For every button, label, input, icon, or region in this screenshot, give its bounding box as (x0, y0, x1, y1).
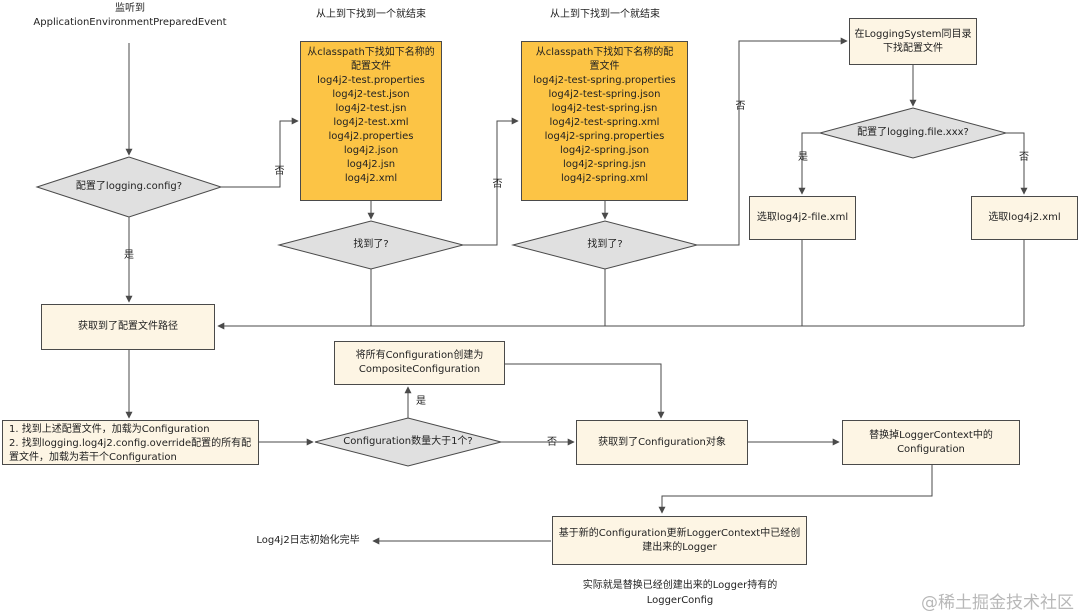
listen-event: ApplicationEnvironmentPreparedEvent (33, 17, 227, 28)
composite-configuration-box: 将所有Configuration创建为 CompositeConfigurati… (334, 341, 505, 385)
list1-file: log4j2-test.json (332, 89, 410, 100)
list2-file: log4j2-spring.properties (544, 131, 665, 142)
replace-logger-context-config-box: 替换掉LoggerContext中的 Configuration (842, 420, 1020, 465)
got-configuration-object-box: 获取到了Configuration对象 (576, 420, 748, 465)
edge-label-no-5: 否 (547, 437, 557, 448)
choose-log4j2-xml: 选取log4j2.xml (971, 196, 1078, 240)
list1-file: log4j2.json (343, 145, 399, 156)
bottom-note: 实际就是替换已经创建出来的Logger持有的 LoggerConfig (540, 578, 820, 608)
replace-line2: Configuration (897, 443, 965, 455)
edge-label-no-3: 否 (733, 100, 744, 110)
list1-file: log4j2-test.properties (317, 75, 425, 86)
search-note-2: 从上到下找到一个就结束 (550, 9, 660, 20)
logging-system-dir-line2: 下找配置文件 (883, 42, 943, 54)
choose-log4j2-file-xml: 选取log4j2-file.xml (749, 196, 856, 240)
list1-file: log4j2.xml (344, 173, 398, 184)
edge-label-no-4: 否 (1019, 152, 1029, 163)
load-line3: 置文件，加载为若干个Configuration (9, 452, 177, 463)
edge-label-yes-1: 是 (124, 250, 134, 261)
listen-title: 监听到 (115, 3, 145, 14)
list2-header-line1: 从classpath下找如下名称的配 (535, 47, 674, 58)
list2-file: log4j2-spring.json (559, 145, 650, 156)
logging-system-dir-box: 在LoggingSystem同目录 下找配置文件 (849, 18, 977, 65)
edge-label-no-1: 否 (272, 165, 283, 175)
log4j2-init-done: Log4j2日志初始化完毕 (256, 535, 360, 546)
list1-file: log4j2-test.jsn (335, 103, 407, 114)
decision-found-2: 找到了? (587, 239, 623, 250)
list2-file: log4j2-test-spring.json (548, 89, 661, 100)
update-line1: 基于新的Configuration更新LoggerContext中已经创 (558, 527, 801, 539)
list2-file: log4j2-spring.xml (560, 173, 649, 184)
list1-file: log4j2-test.xml (333, 117, 409, 128)
list1-header-line2: 配置文件 (351, 61, 391, 72)
search-note-1: 从上到下找到一个就结束 (316, 9, 426, 20)
replace-line1: 替换掉LoggerContext中的 (869, 429, 993, 441)
decision-config-count: Configuration数量大于1个? (343, 436, 473, 447)
edge-label-no-2: 否 (490, 178, 501, 188)
update-line2: 建出来的Logger (642, 541, 717, 553)
list1-file: log4j2.properties (328, 131, 414, 142)
decision-logging-file: 配置了logging.file.xxx? (857, 127, 969, 138)
classpath-file-list-2: 从classpath下找如下名称的配 置文件 log4j2-test-sprin… (521, 41, 688, 201)
got-config-path-box: 获取到了配置文件路径 (41, 304, 215, 350)
decision-logging-config: 配置了logging.config? (75, 181, 183, 192)
list2-file: log4j2-test-spring.properties (533, 75, 676, 86)
load-configuration-box: 1. 找到上述配置文件，加载为Configuration 2. 找到loggin… (2, 420, 259, 465)
list1-header-line1: 从classpath下找如下名称的 (307, 47, 435, 58)
load-line1: 1. 找到上述配置文件，加载为Configuration (9, 424, 210, 435)
update-loggers-box: 基于新的Configuration更新LoggerContext中已经创 建出来… (552, 516, 807, 565)
composite-line1: 将所有Configuration创建为 (355, 350, 484, 361)
classpath-file-list-1: 从classpath下找如下名称的 配置文件 log4j2-test.prope… (300, 41, 442, 201)
watermark: @稀土掘金技术社区 (921, 593, 1074, 613)
composite-line2: CompositeConfiguration (358, 364, 481, 375)
note-line1: 实际就是替换已经创建出来的Logger持有的 (582, 580, 778, 591)
list2-file: log4j2-test-spring.xml (549, 117, 660, 128)
logging-system-dir-line1: 在LoggingSystem同目录 (854, 28, 972, 40)
list2-file: log4j2-spring.jsn (563, 159, 646, 170)
list1-file: log4j2.jsn (346, 159, 396, 170)
list2-header-line2: 置文件 (589, 61, 620, 72)
decision-found-1: 找到了? (353, 239, 389, 250)
load-line2: 2. 找到logging.log4j2.config.override配置的所有… (9, 438, 252, 449)
edge-label-yes-3: 是 (416, 396, 426, 407)
note-line2: LoggerConfig (646, 595, 714, 606)
list2-file: log4j2-test-spring.jsn (551, 103, 658, 114)
edge-label-yes-2: 是 (798, 152, 808, 163)
